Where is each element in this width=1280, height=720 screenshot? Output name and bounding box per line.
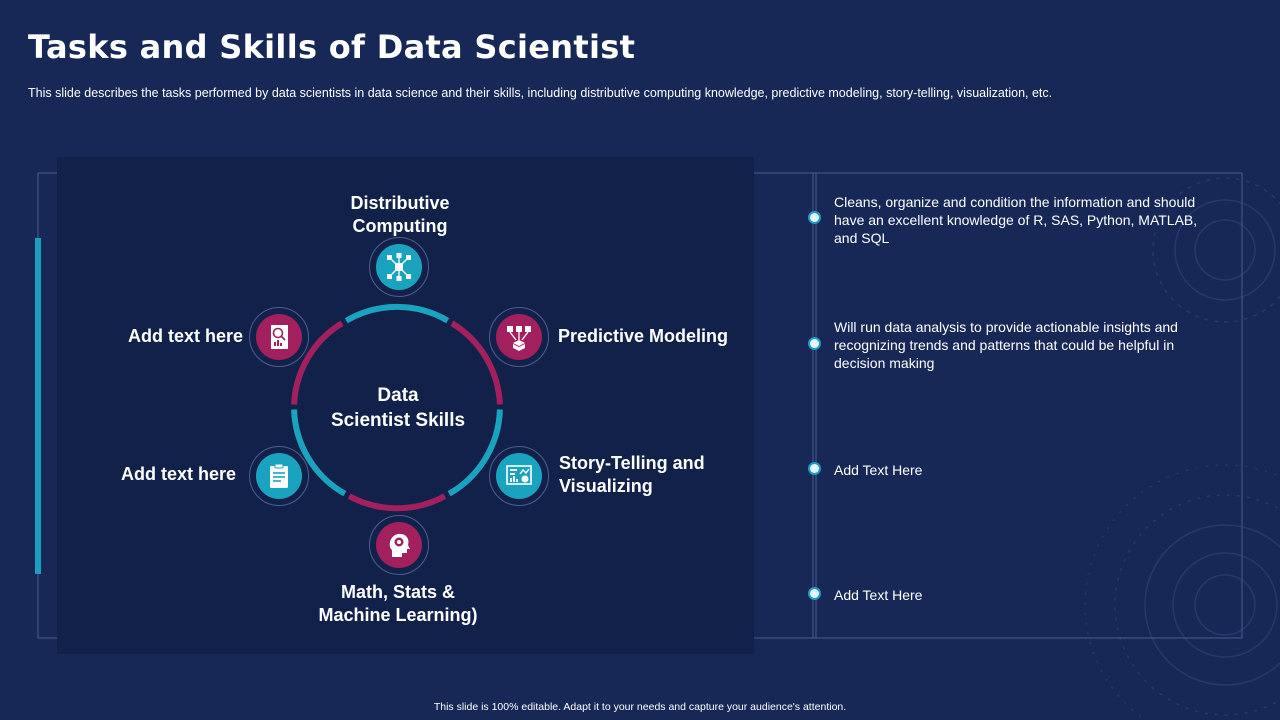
center-label-line1: Data [377, 385, 419, 406]
ring-segment-right-top [450, 320, 503, 405]
center-label: Data Scientist Skills [298, 383, 498, 433]
skill-distributive-computing [369, 237, 429, 297]
task-item-4: Add Text Here [834, 587, 923, 603]
center-label-line2: Scientist Skills [330, 410, 466, 431]
task-item-3: Add Text Here [834, 462, 923, 478]
accent-bar [35, 238, 41, 574]
modeling-icon [496, 314, 542, 360]
dashboard-icon [496, 453, 542, 499]
footer-note: This slide is 100% editable. Adapt it to… [433, 701, 847, 713]
skill-label-add-text-upper: Add text here [127, 326, 243, 346]
skill-predictive-modeling [489, 307, 549, 367]
skill-story-telling [489, 446, 549, 506]
skill-label-predictive: Predictive Modeling [558, 326, 729, 346]
task-item-1: Cleans, organize and condition the infor… [834, 194, 1198, 246]
clipboard-icon [256, 453, 302, 499]
ring-segment-right-bottom [447, 409, 503, 497]
network-icon [376, 244, 422, 290]
task-bullet [810, 464, 819, 473]
page-title: Tasks and Skills of Data Scientist [28, 28, 636, 66]
head-gear-icon [376, 522, 422, 568]
ring-segment-left-top [291, 320, 344, 405]
page-subtitle: This slide describes the tasks performed… [28, 86, 1053, 100]
ring-segment-left-bottom [291, 409, 347, 497]
skill-label-distributive: Distributive Computing [350, 193, 450, 236]
skill-add-text-upper [249, 307, 309, 367]
ring-segment-top [344, 303, 450, 324]
skill-label-story-telling: Story-Telling and Visualizing [559, 453, 705, 496]
task-bullet [810, 339, 819, 348]
skill-math-stats-ml [369, 515, 429, 575]
ring-segment-bottom [347, 493, 447, 512]
skill-label-math: Math, Stats & Machine Learning) [318, 582, 478, 625]
skill-add-text-lower [249, 446, 309, 506]
task-item-2: Will run data analysis to provide action… [834, 319, 1178, 371]
skill-label-add-text-lower: Add text here [120, 464, 236, 484]
task-bullet [810, 589, 819, 598]
report-icon [256, 314, 302, 360]
task-bullet [810, 213, 819, 222]
